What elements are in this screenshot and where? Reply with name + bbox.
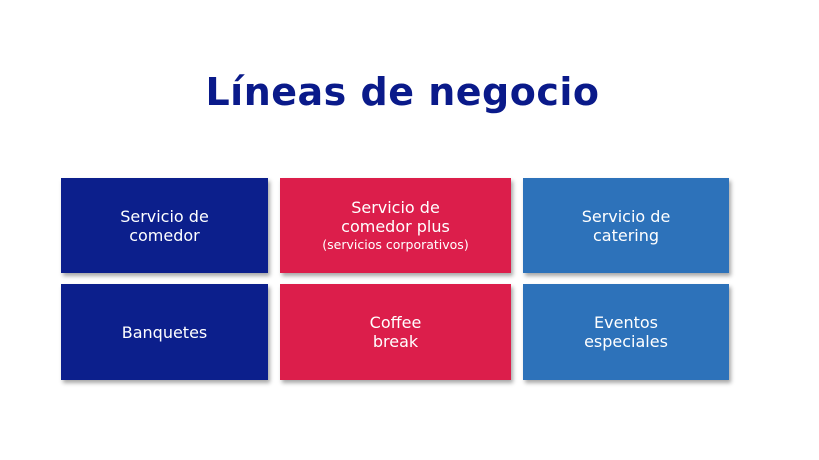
tile-subtitle: (servicios corporativos) [322,236,469,252]
tile-line-1: Servicio de [351,197,440,217]
tile-line-1: Eventos [594,313,658,332]
tile-line-1: Servicio de [581,206,671,226]
tile-eventos-especiales: Eventos especiales [523,284,729,380]
tile-banquetes: Banquetes [61,284,268,380]
tile-line-1: Servicio de [120,206,209,226]
tile-servicio-de-catering: Servicio de catering [523,178,729,273]
tile-coffee-break: Coffee break [280,284,511,380]
tile-line-2: comedor [129,225,200,245]
slide-title: Líneas de negocio [205,70,600,114]
tile-servicio-de-comedor-plus: Servicio de comedor plus (servicios corp… [280,178,511,273]
tile-line-1: Coffee [369,313,422,332]
tile-servicio-de-comedor: Servicio de comedor [61,178,268,273]
tile-line-2: especiales [584,332,668,351]
tile-line-2: catering [592,225,660,245]
tile-line-2: comedor plus [341,216,450,236]
tile-line-2: break [372,332,419,351]
tile-line-1: Banquetes [121,322,208,342]
